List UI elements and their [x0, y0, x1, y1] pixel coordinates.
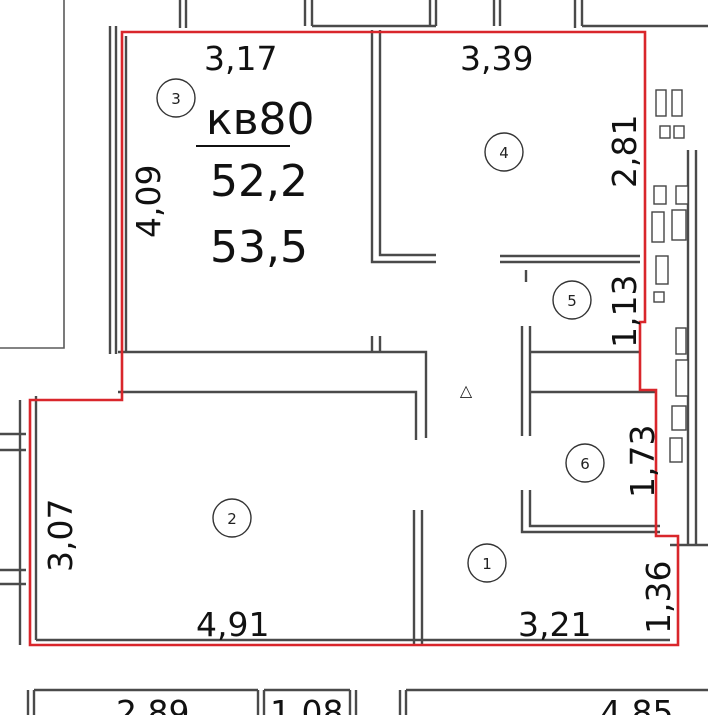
dimension-room6-side: 1,73	[623, 425, 662, 498]
dimension-room2-bottom: 4,91	[196, 605, 269, 644]
total-area-value: 53,5	[210, 222, 308, 273]
dimension-room3-top: 3,17	[204, 39, 277, 78]
room-marker-5: 5	[552, 280, 592, 320]
svg-text:1: 1	[482, 555, 492, 573]
dimension-room1-bottom: 3,21	[518, 605, 591, 644]
dimension-room4-top: 3,39	[460, 39, 533, 78]
room-marker-3: 3	[156, 78, 196, 118]
dimension-room1-side: 1,36	[639, 561, 678, 634]
room-marker-1: 1	[467, 543, 507, 583]
dimension-room3-side: 4,09	[129, 165, 168, 238]
apartment-number-label: кв80	[206, 94, 315, 145]
apartment-outline	[28, 30, 680, 647]
dimension-below-b: 1,08	[270, 693, 343, 715]
svg-text:5: 5	[567, 292, 577, 310]
room-marker-4: 4	[484, 132, 524, 172]
svg-text:4: 4	[499, 144, 509, 162]
dimension-room5-side: 1,13	[605, 275, 644, 348]
dimension-below-a: 2,89	[116, 693, 189, 715]
entrance-icon: △	[460, 381, 473, 400]
dimension-room4-side: 2,81	[605, 115, 644, 188]
shaft-fixtures	[651, 89, 689, 463]
room-marker-6: 6	[565, 443, 605, 483]
dimension-room2-side: 3,07	[41, 499, 80, 572]
dimension-below-c: 4,85	[600, 693, 673, 715]
svg-text:3: 3	[171, 90, 181, 108]
interior-walls	[34, 30, 670, 644]
room-marker-2: 2	[212, 498, 252, 538]
svg-text:6: 6	[580, 455, 590, 473]
living-area-value: 52,2	[210, 156, 308, 207]
svg-text:2: 2	[227, 510, 237, 528]
